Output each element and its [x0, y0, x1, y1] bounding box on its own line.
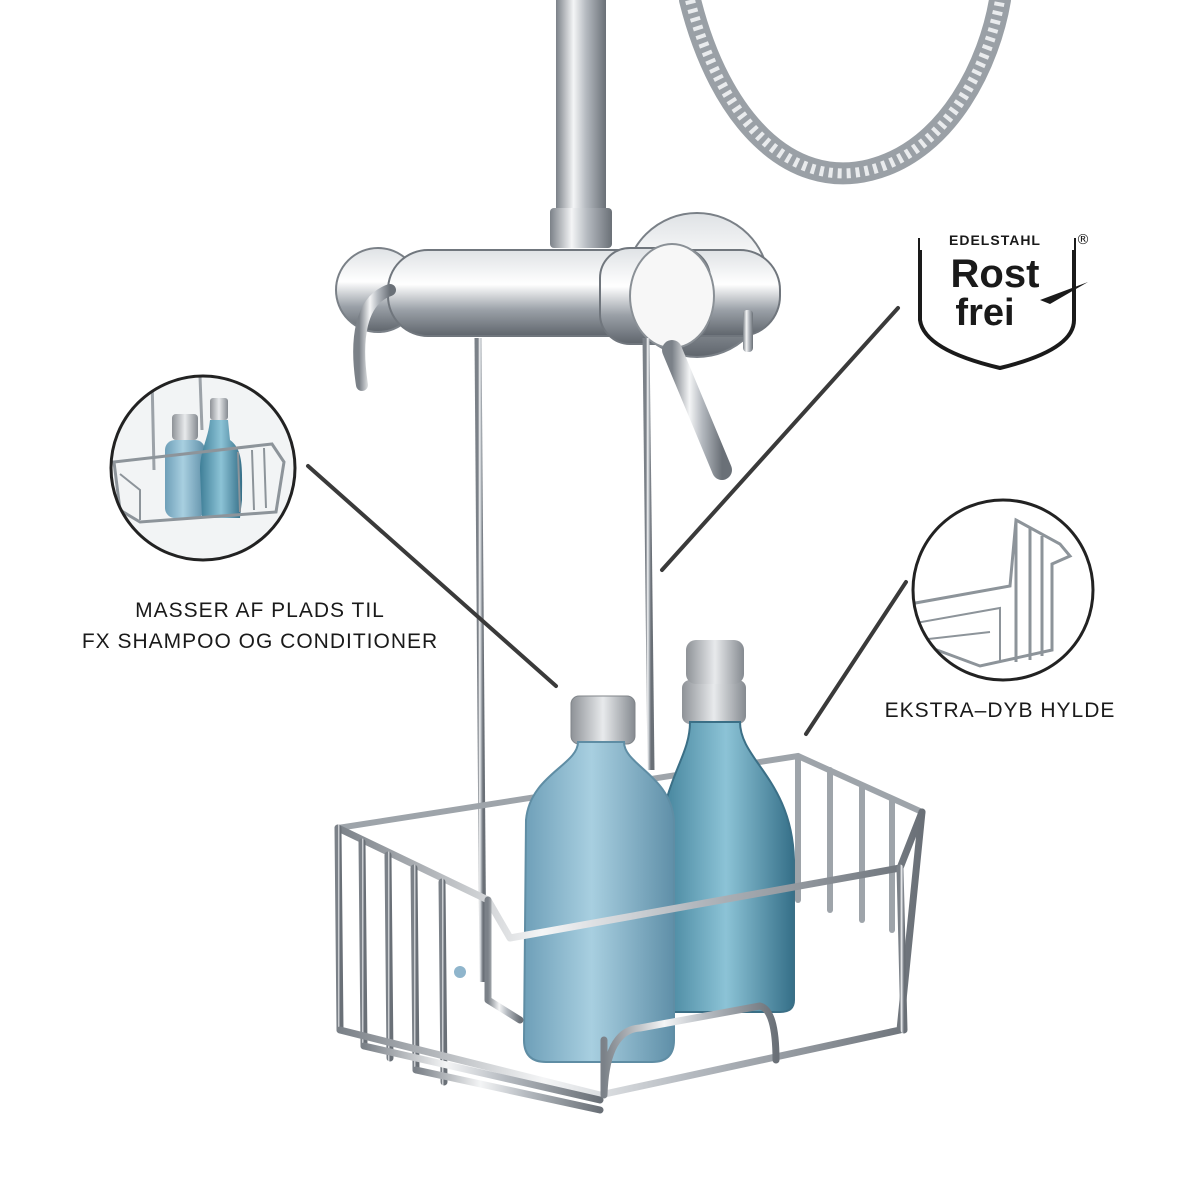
leader-lines [306, 306, 908, 736]
bottle-shampoo [522, 695, 675, 1063]
caption-capacity: MASSER AF PLADS TIL FX SHAMPOO OG CONDIT… [80, 595, 440, 657]
badge-word-frei: frei [955, 292, 1015, 334]
mixer-valve [335, 212, 781, 480]
riser-pipe [556, 0, 606, 240]
shower-hose [679, 0, 1011, 185]
hanging-rod-right [642, 337, 655, 771]
badge-top-text: EDELSTAHL [949, 232, 1041, 248]
detail-circle-right [911, 498, 1095, 682]
badge-word-rost: Rost [950, 252, 1040, 296]
badge-registered-mark: ® [1076, 232, 1090, 248]
hanging-rod-left [474, 337, 487, 983]
bottle-conditioner [657, 640, 795, 1013]
basket-front [334, 808, 926, 1114]
caption-deep-shelf: EKSTRA–DYB HYLDE [884, 699, 1116, 722]
rostfrei-badge [918, 236, 1088, 371]
stainless-steel-shield-icon [918, 238, 1076, 371]
caption-capacity-line2: FX SHAMPOO OG CONDITIONER [81, 630, 439, 653]
caption-capacity-line1: MASSER AF PLADS TIL [135, 599, 385, 622]
detail-circle-left [109, 374, 297, 562]
basket-back [335, 752, 925, 933]
